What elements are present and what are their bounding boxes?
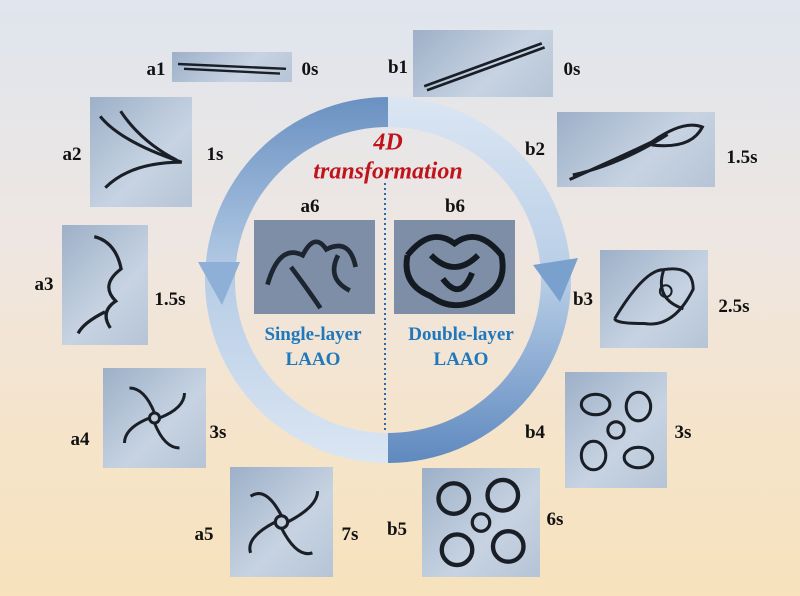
photo-b3: [600, 250, 708, 348]
photo-a2: [90, 97, 192, 207]
time-b3: 2.5s: [718, 296, 750, 317]
photo-b5: [422, 468, 540, 577]
title-transformation: transformation: [313, 158, 463, 185]
label-b6: b6: [444, 196, 466, 217]
label-a1: a1: [146, 59, 166, 80]
photo-b1: [413, 30, 553, 97]
label-b5: b5: [386, 519, 408, 540]
photo-a4: [103, 368, 206, 468]
photo-b6: [394, 220, 515, 314]
time-b2: 1.5s: [726, 147, 758, 168]
time-a1: 0s: [301, 59, 319, 80]
time-a2: 1s: [206, 144, 224, 165]
photo-a5: [230, 467, 333, 577]
double-layer-line1: Double-layer: [408, 324, 514, 345]
label-b3: b3: [572, 289, 594, 310]
ring-left-half: [205, 97, 388, 463]
photo-a3: [62, 225, 148, 345]
label-a2: a2: [62, 144, 82, 165]
label-a6: a6: [300, 196, 320, 217]
time-b1: 0s: [563, 59, 581, 80]
label-b4: b4: [524, 422, 546, 443]
label-a3: a3: [34, 274, 54, 295]
label-b1: b1: [387, 57, 409, 78]
label-b2: b2: [524, 139, 546, 160]
left-arrowhead-icon: [198, 262, 240, 305]
photo-a1: [172, 52, 292, 82]
time-b4: 3s: [674, 422, 692, 443]
time-b5: 6s: [546, 509, 564, 530]
title-4d: 4D: [373, 129, 403, 156]
photo-a6: [254, 220, 375, 314]
right-arrowhead-icon: [533, 258, 578, 302]
photo-b4: [565, 372, 667, 488]
single-layer-line2: LAAO: [285, 349, 341, 370]
photo-b2: [557, 112, 715, 187]
time-a4: 3s: [209, 422, 227, 443]
time-a3: 1.5s: [154, 289, 186, 310]
ring-right-half: [388, 97, 571, 463]
label-a4: a4: [70, 429, 90, 450]
time-a5: 7s: [341, 524, 359, 545]
label-a5: a5: [194, 524, 214, 545]
double-layer-line2: LAAO: [433, 349, 489, 370]
single-layer-line1: Single-layer: [264, 324, 362, 345]
